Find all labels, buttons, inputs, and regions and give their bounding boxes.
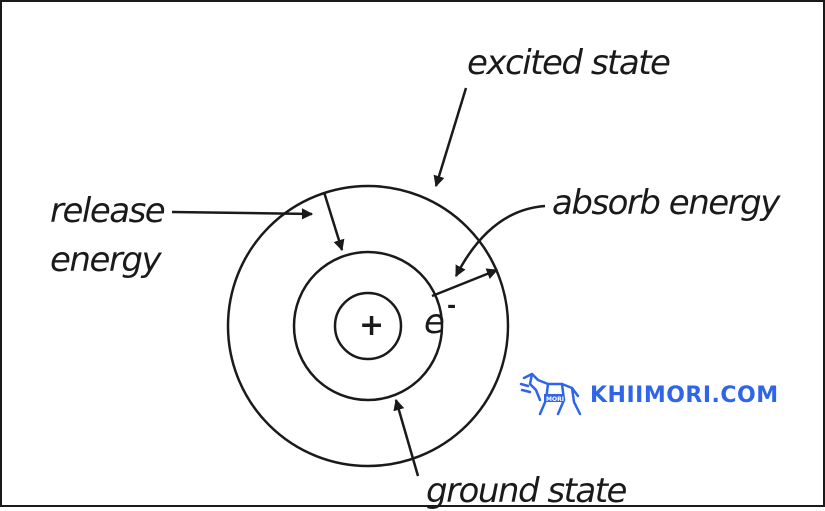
nucleus-circle <box>333 291 403 361</box>
absorb-transition-arrow <box>431 268 499 298</box>
release-energy-arrow <box>171 208 314 220</box>
electron-label: e <box>424 302 445 342</box>
electron-charge-sign: - <box>447 294 457 319</box>
absorb-energy-arrow <box>454 204 546 277</box>
absorb-energy-label: absorb energy <box>552 183 780 223</box>
watermark: MORI KHIIMORI.COM <box>518 370 779 420</box>
excited-state-orbit <box>226 184 510 468</box>
release-energy-label-line2: energy <box>50 240 162 280</box>
excited-state-arrow <box>433 87 468 188</box>
release-energy-label-line1: release <box>50 191 166 231</box>
excited-state-label: excited state <box>467 43 671 83</box>
horse-logo-icon: MORI <box>519 372 582 416</box>
ground-state-label: ground state <box>426 471 627 511</box>
release-transition-arrow <box>322 191 345 252</box>
svg-text:MORI: MORI <box>546 396 564 403</box>
ground-state-arrow <box>393 398 420 477</box>
watermark-text: KHIIMORI.COM <box>590 382 779 408</box>
ground-state-orbit <box>292 250 444 402</box>
nucleus-plus-sign: + <box>359 308 384 343</box>
